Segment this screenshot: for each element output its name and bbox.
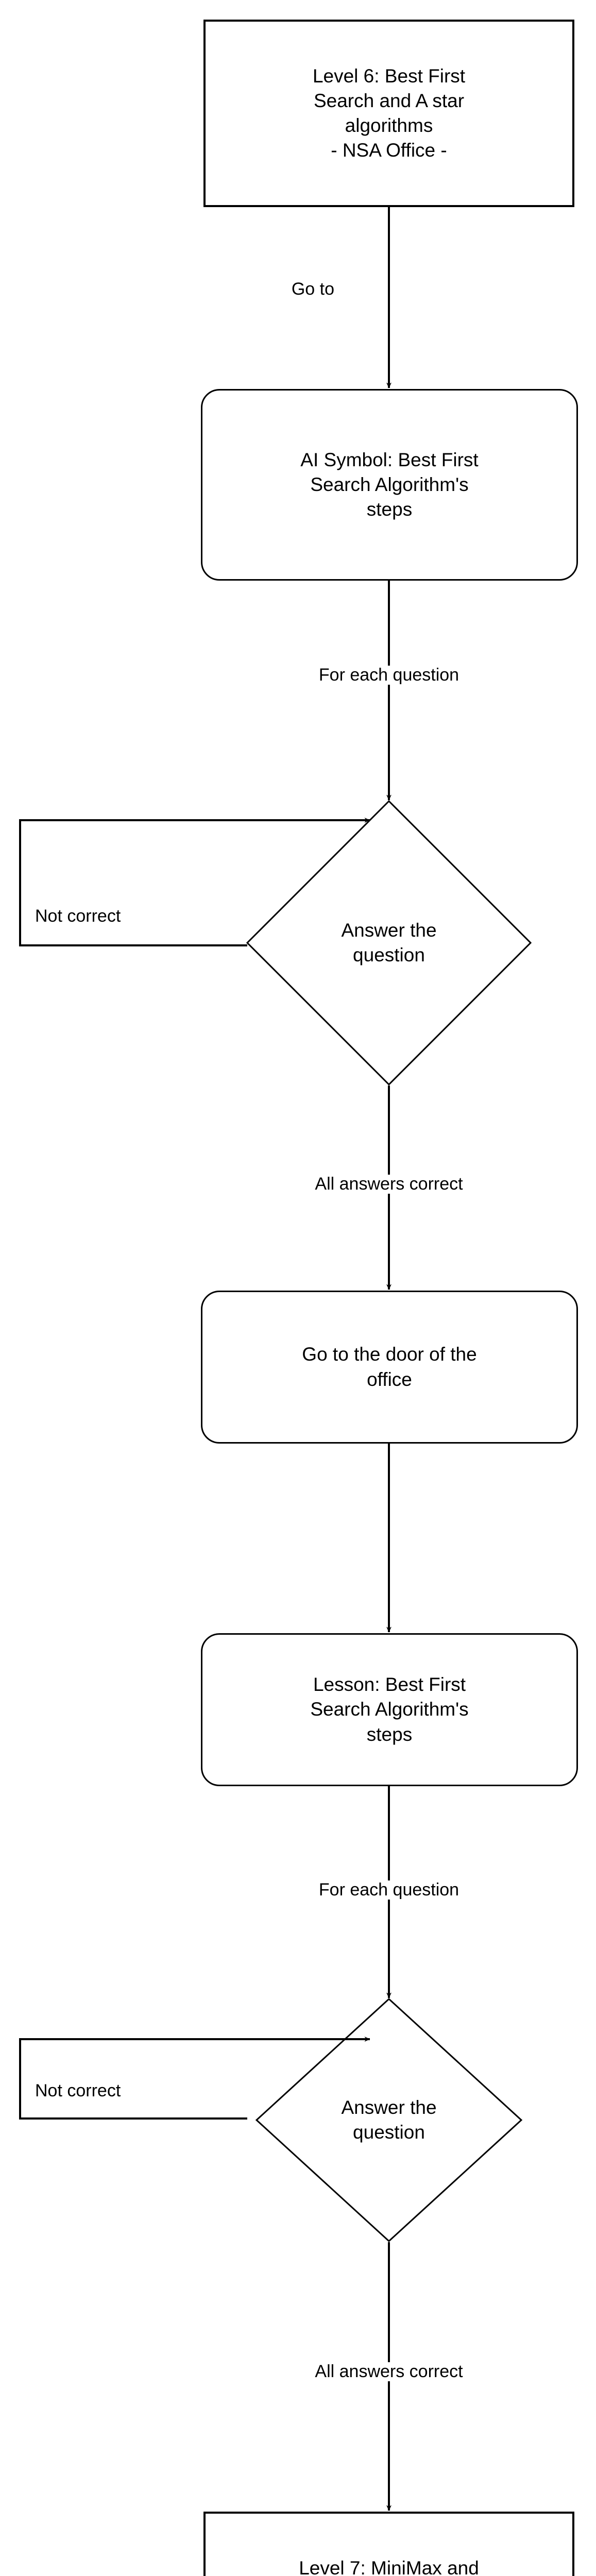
edge-label-for-each-question-2: For each question [315, 1880, 463, 1900]
edge-label-not-correct-2: Not correct [32, 2081, 124, 2101]
edge-label-all-answers-correct-2: All answers correct [312, 2362, 466, 2382]
node-level7[interactable]: Level 7: MiniMax and Alpha Beta Prunning… [203, 2512, 574, 2576]
edge-label-go-to: Go to [288, 279, 337, 299]
node-answer-question-2-label: Answer the question [341, 2096, 437, 2143]
edge-label-all-answers-correct-1: All answers correct [312, 1174, 466, 1194]
node-lesson[interactable]: Lesson: Best First Search Algorithm's st… [201, 1633, 578, 1786]
node-go-to-door[interactable]: Go to the door of the office [201, 1291, 578, 1444]
node-answer-question-1-label: Answer the question [341, 919, 437, 965]
edge-label-not-correct-1: Not correct [32, 906, 124, 926]
edge-label-for-each-question-1: For each question [315, 665, 463, 685]
node-level6[interactable]: Level 6: Best First Search and A star al… [203, 20, 574, 207]
node-ai-symbol[interactable]: AI Symbol: Best First Search Algorithm's… [201, 389, 578, 581]
